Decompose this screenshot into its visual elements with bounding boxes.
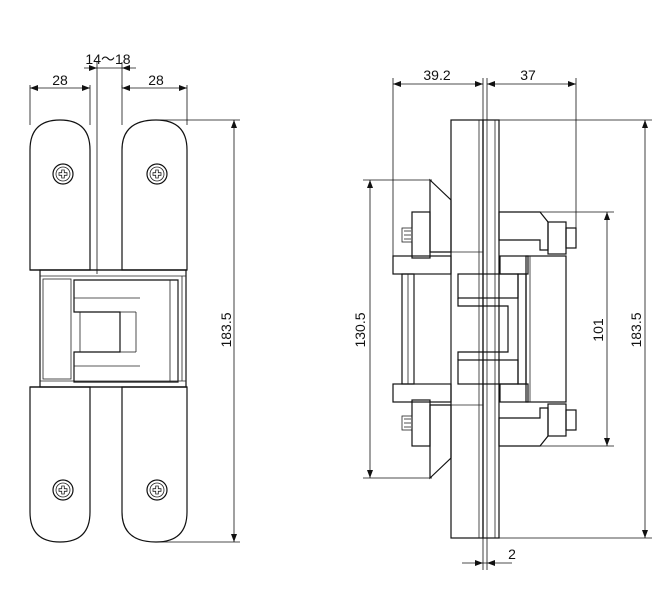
side-view: 39.2 37 130.5 101 [352,67,652,570]
leaf-top-right [121,119,188,271]
label-left-depth: 39.2 [423,67,450,83]
dimension-left-width: 28 [29,72,91,125]
dimension-plate-thickness: 2 [462,538,516,570]
left-mount [392,178,452,480]
leaf-top-left [29,119,91,271]
hinge-body [30,269,187,388]
dimension-arm-height: 101 [540,211,614,447]
label-total-height: 183.5 [218,312,234,347]
hinge-link [457,255,567,403]
label-right-depth: 37 [520,67,536,83]
dimension-mount-height: 130.5 [352,179,432,479]
dimension-left-depth: 39.2 [392,67,484,260]
label-left-width: 28 [52,72,68,88]
label-side-total-height: 183.5 [628,312,644,347]
dimension-right-width: 28 [121,72,188,125]
dimension-gap: 14～18 [84,51,136,274]
label-mount-height: 130.5 [352,312,368,347]
label-plate-thickness: 2 [508,546,516,562]
leaf-bottom-right [121,386,188,543]
label-gap: 14～18 [85,51,130,67]
leaf-bottom-left [29,386,91,543]
dimension-right-depth: 37 [486,67,577,230]
right-arm [498,211,577,447]
dimension-side-total-height: 183.5 [499,119,652,539]
mounting-plate [450,119,500,539]
label-arm-height: 101 [590,318,606,342]
front-view: 28 28 14～18 183.5 [29,51,240,543]
dimension-total-height: 183.5 [160,119,240,543]
label-right-width: 28 [148,72,164,88]
